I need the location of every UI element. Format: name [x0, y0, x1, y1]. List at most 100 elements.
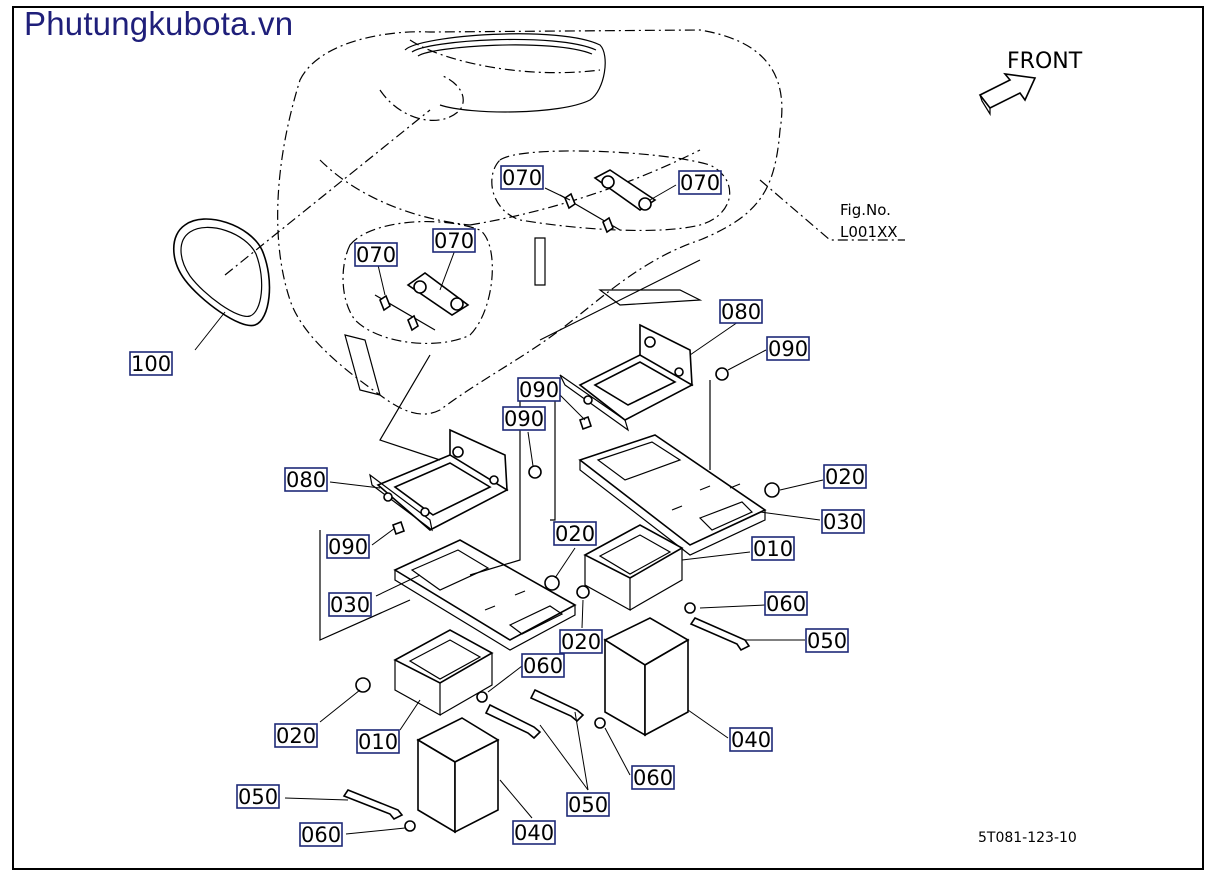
callout-box [566, 792, 610, 817]
bolt-060-d [404, 820, 416, 832]
nut-090-d [391, 520, 406, 536]
bracket-080-right [559, 323, 694, 432]
callout-box [326, 534, 370, 559]
callout-010-23: 010 [356, 729, 400, 754]
callout-box [299, 822, 343, 847]
callout-050-24: 050 [566, 792, 610, 817]
callout-number: 090 [768, 337, 808, 361]
callout-number: 080 [286, 468, 326, 492]
bolt-020-a [764, 482, 780, 498]
callout-number: 070 [434, 229, 474, 253]
callout-box [805, 628, 849, 653]
callout-box [729, 727, 773, 752]
callout-number: 090 [328, 535, 368, 559]
callout-020-22: 020 [274, 723, 318, 748]
callout-number: 020 [555, 522, 595, 546]
callout-090-8: 090 [502, 406, 546, 431]
callout-box [284, 467, 328, 492]
callout-box [678, 170, 722, 195]
callout-number: 060 [633, 766, 673, 790]
bolt-group-upper [559, 169, 657, 234]
callout-box [274, 723, 318, 748]
bolt-020-c [576, 585, 590, 599]
bolt-060-a [684, 602, 696, 614]
callout-050-25: 050 [236, 784, 280, 809]
bracket-080-left [369, 428, 509, 532]
callout-box [432, 228, 476, 253]
callout-100-4: 100 [129, 351, 173, 376]
callout-number: 070 [680, 171, 720, 195]
callout-box [512, 820, 556, 845]
callout-number: 080 [721, 300, 761, 324]
callout-080-9: 080 [284, 467, 328, 492]
callout-number: 070 [356, 243, 396, 267]
callout-box [823, 464, 867, 489]
callout-number: 020 [276, 724, 316, 748]
callout-box [719, 299, 763, 324]
bolt-020-d [355, 677, 371, 693]
watermark: Phutungkubota.vn [24, 5, 294, 42]
callout-number: 040 [731, 728, 771, 752]
callout-070-0: 070 [500, 165, 544, 190]
callout-number: 050 [807, 629, 847, 653]
callout-070-2: 070 [354, 242, 398, 267]
callout-box [751, 536, 795, 561]
fig-no-value: L001XX [840, 223, 898, 241]
leader-lines [194, 184, 824, 835]
front-direction-arrow [978, 72, 1037, 117]
battery-box-040-left [416, 717, 500, 834]
callout-box [328, 592, 372, 617]
callout-030-15: 030 [328, 592, 372, 617]
callout-box [354, 242, 398, 267]
callout-number: 020 [561, 630, 601, 654]
fuel-tank-outline [277, 29, 905, 415]
callout-070-1: 070 [678, 170, 722, 195]
callout-040-20: 040 [729, 727, 773, 752]
nut-090-b [528, 465, 542, 479]
callout-labels: 070 070 070 070 100 080 090 090 090 080 090 020 030 0… [129, 165, 867, 847]
callout-060-17: 060 [764, 591, 808, 616]
box-010-left [393, 629, 494, 717]
callout-box [500, 165, 544, 190]
callout-020-11: 020 [823, 464, 867, 489]
callout-090-10: 090 [326, 534, 370, 559]
callout-box [502, 406, 546, 431]
callout-number: 030 [330, 593, 370, 617]
callout-number: 020 [825, 465, 865, 489]
drawing-border [12, 6, 1204, 870]
callout-090-6: 090 [766, 336, 810, 361]
callout-box [631, 765, 675, 790]
callout-010-14: 010 [751, 536, 795, 561]
belt-100 [173, 109, 431, 327]
callout-number: 050 [238, 785, 278, 809]
nut-090-c [578, 415, 593, 431]
fig-no-label: Fig.No. [840, 201, 891, 219]
callout-number: 040 [514, 821, 554, 845]
callout-box [559, 629, 603, 654]
callout-060-21: 060 [631, 765, 675, 790]
callout-number: 090 [504, 407, 544, 431]
rod-050-a [689, 616, 751, 652]
callout-number: 030 [823, 510, 863, 534]
tray-030-right [578, 434, 767, 556]
drawing-code: 5T081-123-10 [978, 830, 1077, 846]
callout-030-12: 030 [821, 509, 865, 534]
callout-number: 090 [519, 378, 559, 402]
tray-030-left [393, 539, 577, 651]
callout-box [821, 509, 865, 534]
callout-box [766, 336, 810, 361]
callout-050-18: 050 [805, 628, 849, 653]
bolt-group-lower [374, 272, 470, 332]
callout-number: 070 [502, 166, 542, 190]
bolt-020-b [544, 575, 560, 591]
callout-080-5: 080 [719, 299, 763, 324]
callout-box [356, 729, 400, 754]
front-label: FRONT [1007, 49, 1083, 74]
callout-number: 050 [568, 793, 608, 817]
callout-number: 100 [131, 352, 171, 376]
callout-020-13: 020 [553, 521, 597, 546]
callout-box [236, 784, 280, 809]
callout-number: 010 [358, 730, 398, 754]
callout-090-7: 090 [517, 377, 561, 402]
